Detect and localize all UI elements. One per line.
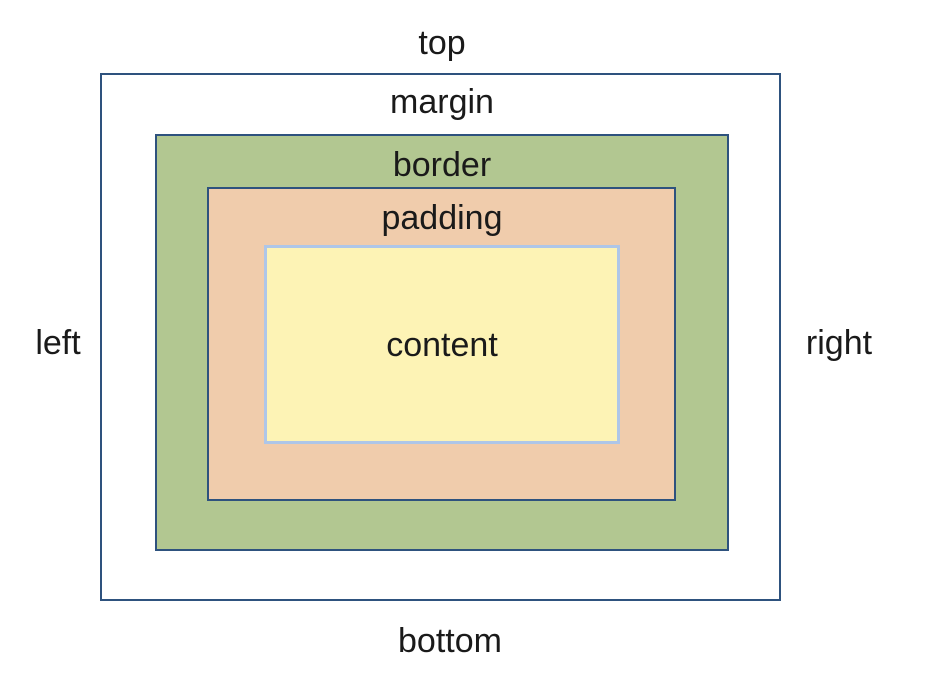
content-box: content — [264, 245, 620, 444]
side-label-top: top — [418, 24, 466, 62]
border-label: border — [392, 146, 492, 184]
side-label-left: left — [35, 324, 81, 362]
side-label-bottom: bottom — [398, 622, 502, 660]
margin-label: margin — [390, 83, 494, 121]
content-label: content — [386, 325, 498, 364]
padding-label: padding — [381, 199, 503, 237]
side-label-right: right — [805, 324, 873, 362]
